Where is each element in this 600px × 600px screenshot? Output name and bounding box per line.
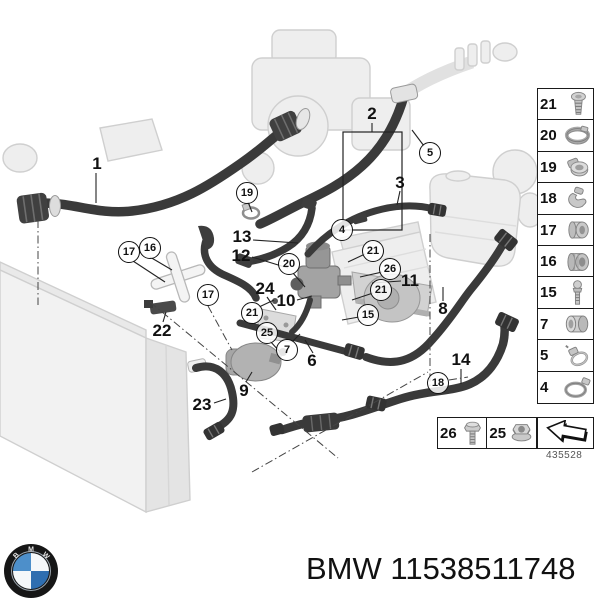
tab-clamp-icon [562,373,593,401]
part-number: 11538511748 [390,551,576,586]
sleeve-icon [562,310,593,338]
legend-right-column: 21 20 19 18 17 16 15 7 5 4 [537,88,594,404]
legend-number: 25 [489,424,507,442]
callout-6-3[interactable]: 6 [307,351,317,370]
clip-icon [562,185,593,213]
callout-7-16[interactable]: 7 [276,339,298,361]
hose-collars [49,83,419,217]
legend-number: 17 [540,221,557,239]
callout-13-9[interactable]: 13 [232,227,252,246]
legend-number: 5 [540,347,549,365]
hose-23 [192,362,238,432]
legend-item-21[interactable]: 21 [537,88,594,121]
screw-icon [562,91,593,119]
callout-16-18[interactable]: 16 [139,237,161,259]
valve-outlet-hose [289,297,313,335]
leader-lines [95,123,462,404]
callout-4-14[interactable]: 4 [331,219,353,241]
callout-21-24[interactable]: 21 [241,302,263,324]
hose-8 [362,242,506,366]
hex-bolt-icon [457,419,488,447]
callout-2-1[interactable]: 2 [367,104,377,123]
connector-icon [562,216,593,244]
legend-number: 19 [540,158,557,176]
callout-12-8[interactable]: 12 [231,246,251,265]
callout-21-25[interactable]: 21 [362,240,384,262]
stud-bolt-icon [562,279,593,307]
flange-nut-icon [506,419,537,447]
callout-9-5[interactable]: 9 [239,381,249,400]
legend-item-19[interactable]: 19 [537,150,594,184]
callout-18-21[interactable]: 18 [427,372,449,394]
callout-19-22[interactable]: 19 [236,182,258,204]
part-caption: BMW 11538511748 [306,551,575,587]
hose-2 [255,91,409,229]
callout-3-2[interactable]: 3 [395,173,405,192]
callout-24-13[interactable]: 24 [255,279,275,298]
callout-22-11[interactable]: 22 [152,321,172,340]
callout-17-19[interactable]: 17 [118,241,140,263]
callout-17-20[interactable]: 17 [197,284,219,306]
hose-13 [242,204,316,266]
hose-12 [200,232,260,302]
legend-item-15[interactable]: 15 [537,276,594,310]
direction-arrow-icon [545,420,588,443]
callout-20-23[interactable]: 20 [278,253,300,275]
legend-item-5[interactable]: 5 [537,339,594,373]
callout-8-4[interactable]: 8 [438,299,448,318]
legend-item-17[interactable]: 17 [537,213,594,247]
legend-item-18[interactable]: 18 [537,182,594,216]
callout-14-10[interactable]: 14 [451,350,471,369]
spring-clamp-icon [562,153,593,181]
sheet-number: 435528 [546,450,583,461]
legend-number: 4 [540,378,549,396]
callout-23-12[interactable]: 23 [192,395,212,414]
clamp-ring-icon [562,122,593,150]
roundel-letter-b: B [12,552,21,561]
bmw-roundel-logo: B M W [4,544,58,598]
legend-item-26[interactable]: 26 [437,417,488,449]
callout-15-17[interactable]: 15 [357,304,379,326]
screw-clamp-icon [562,342,593,370]
legend-number: 15 [540,284,557,302]
brand-name: BMW [306,551,382,586]
legend-item-4[interactable]: 4 [537,370,594,404]
connector2-icon [562,248,593,276]
legend-number: 7 [540,315,549,333]
callout-5-15[interactable]: 5 [419,142,441,164]
legend-item-7[interactable]: 7 [537,307,594,341]
legend-number: 18 [540,190,557,208]
construction-lines [37,220,469,473]
callout-25-27[interactable]: 25 [256,322,278,344]
radiator [0,261,191,514]
legend-number: 20 [540,127,557,145]
direction-arrow-box[interactable] [537,417,594,449]
legend-number: 16 [540,253,557,271]
hose-1 [21,123,291,217]
legend-number: 21 [540,96,557,113]
callout-1-0[interactable]: 1 [92,154,102,173]
valve-and-pump-parts [144,202,433,382]
roundel-letter-m: M [28,547,34,554]
callout-21-26[interactable]: 21 [370,279,392,301]
parts-diagram [0,29,544,514]
legend-bottom-row: 26 25 [437,417,538,449]
callout-10-6[interactable]: 10 [276,291,296,310]
callout-11-7[interactable]: 11 [401,271,419,290]
legend-item-16[interactable]: 16 [537,245,594,279]
roundel-letter-w: W [41,551,51,561]
callout-26-28[interactable]: 26 [379,258,401,280]
legend-item-20[interactable]: 20 [537,119,594,153]
legend-item-25[interactable]: 25 [486,417,538,449]
hose-fittings [16,110,519,441]
legend-number: 26 [440,424,457,442]
